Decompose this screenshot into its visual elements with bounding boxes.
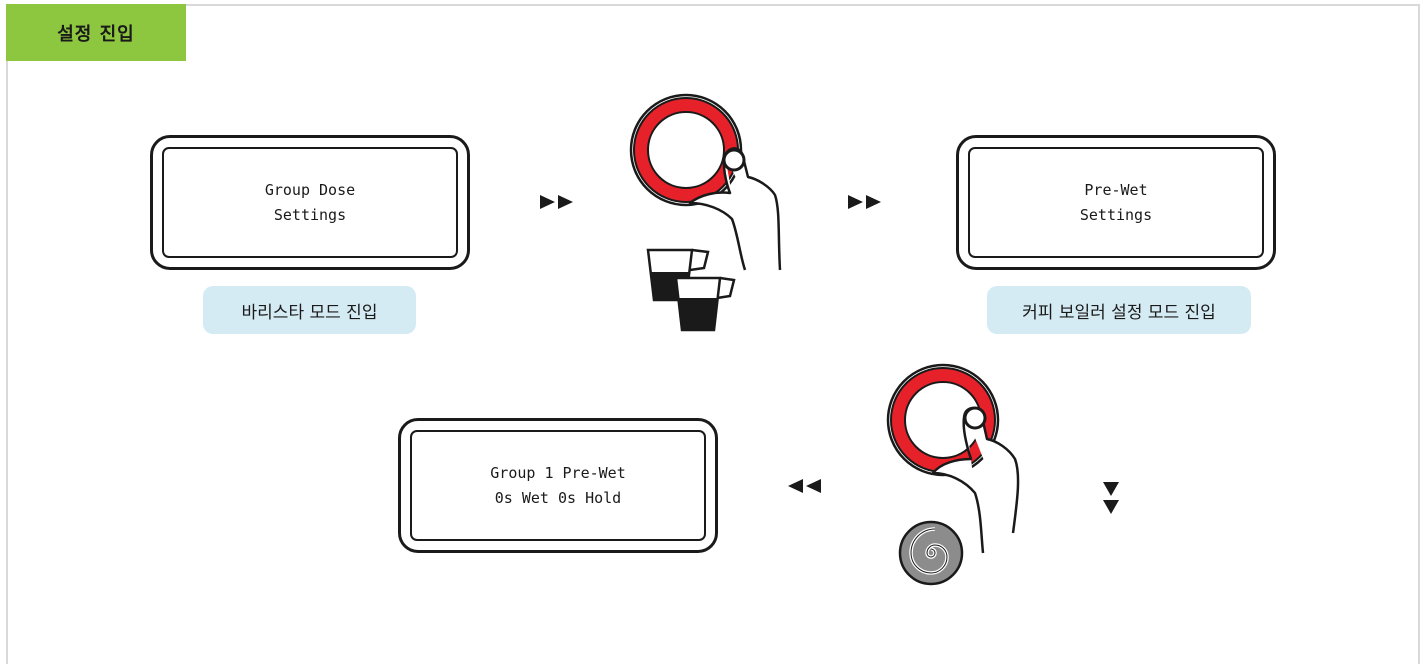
section-tag: 설정 진입 xyxy=(6,4,186,61)
lcd-line-2: Settings xyxy=(1080,203,1152,228)
lcd-screen-group-dose: Group Dose Settings xyxy=(150,135,470,270)
lcd-display: Group Dose Settings xyxy=(162,147,458,258)
lcd-line-2: Settings xyxy=(274,203,346,228)
lcd-line-1: Group 1 Pre-Wet xyxy=(490,461,625,486)
spiral-icon xyxy=(898,520,964,586)
lcd-screen-group-pre-wet: Group 1 Pre-Wet 0s Wet 0s Hold xyxy=(398,418,718,553)
double-arrow-left-icon xyxy=(788,478,824,494)
caption-coffee-boiler-mode: 커피 보일러 설정 모드 진입 xyxy=(987,286,1251,334)
lcd-line-2: 0s Wet 0s Hold xyxy=(495,486,621,511)
lcd-line-1: Pre-Wet xyxy=(1084,178,1147,203)
lcd-display: Group 1 Pre-Wet 0s Wet 0s Hold xyxy=(410,430,706,541)
lcd-screen-pre-wet: Pre-Wet Settings xyxy=(956,135,1276,270)
cups-icon xyxy=(646,248,736,332)
double-arrow-down-icon xyxy=(1102,482,1120,518)
caption-barista-mode: 바리스타 모드 진입 xyxy=(203,286,416,334)
lcd-line-1: Group Dose xyxy=(265,178,355,203)
double-arrow-right-icon xyxy=(848,194,884,210)
lcd-display: Pre-Wet Settings xyxy=(968,147,1264,258)
double-arrow-right-icon xyxy=(540,194,576,210)
